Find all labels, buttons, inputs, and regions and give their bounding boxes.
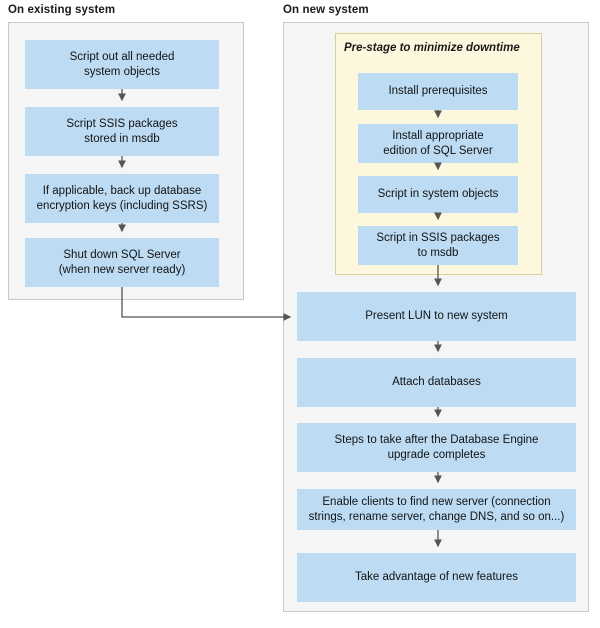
node-enable-clients: Enable clients to find new server (conne… <box>297 489 576 530</box>
panel-title-new: On new system <box>283 4 369 16</box>
panel-title-existing: On existing system <box>8 4 116 16</box>
node-label: Take advantage of new features <box>354 571 519 583</box>
node-label: Script SSIS packages stored in msdb <box>66 117 178 145</box>
node-shut-down-sql-server: Shut down SQL Server (when new server re… <box>25 238 219 287</box>
subpanel-title-pre-stage: Pre-stage to minimize downtime <box>344 42 520 54</box>
node-post-upgrade-steps: Steps to take after the Database Engine … <box>297 423 576 472</box>
node-script-in-ssis-packages: Script in SSIS packages to msdb <box>358 226 518 265</box>
node-install-sql-server-edition: Install appropriate edition of SQL Serve… <box>358 124 518 163</box>
node-label: Script in system objects <box>377 188 499 200</box>
node-label: Attach databases <box>392 376 481 388</box>
node-install-prerequisites: Install prerequisites <box>358 73 518 110</box>
node-script-in-system-objects: Script in system objects <box>358 176 518 213</box>
node-present-lun: Present LUN to new system <box>297 292 576 341</box>
node-label: Present LUN to new system <box>365 310 508 322</box>
node-label: Steps to take after the Database Engine … <box>334 433 539 461</box>
node-label: Enable clients to find new server (conne… <box>308 495 565 523</box>
node-label: Install appropriate edition of SQL Serve… <box>383 129 493 157</box>
node-label: Install prerequisites <box>388 85 488 97</box>
node-script-out-system-objects: Script out all needed system objects <box>25 40 219 89</box>
node-label: Shut down SQL Server (when new server re… <box>58 248 186 276</box>
node-label: Script out all needed system objects <box>69 50 175 78</box>
node-take-advantage-new-features: Take advantage of new features <box>297 553 576 602</box>
node-script-ssis-packages: Script SSIS packages stored in msdb <box>25 107 219 156</box>
node-back-up-encryption-keys: If applicable, back up database encrypti… <box>25 174 219 223</box>
node-attach-databases: Attach databases <box>297 358 576 407</box>
node-label: If applicable, back up database encrypti… <box>36 184 208 212</box>
node-label: Script in SSIS packages to msdb <box>376 231 500 259</box>
